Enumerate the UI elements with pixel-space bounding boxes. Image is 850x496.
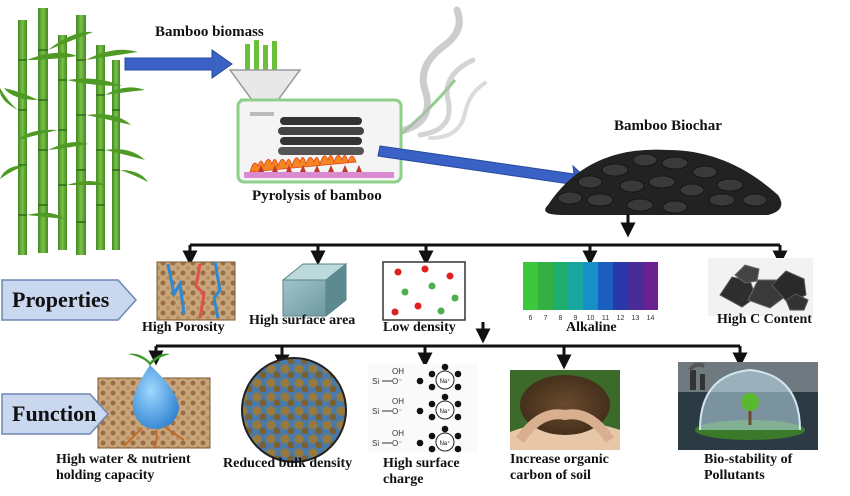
ph-bar bbox=[643, 262, 658, 310]
function-water-nutrient: High water & nutrient holding capacity bbox=[56, 452, 191, 483]
function-organic-carbon: Increase organic carbon of soil bbox=[510, 452, 609, 483]
hopper-illustration bbox=[228, 40, 302, 101]
property-alkaline: Alkaline bbox=[566, 320, 617, 335]
property-high-porosity: High Porosity bbox=[142, 320, 225, 335]
oh-label: OH bbox=[392, 397, 404, 406]
property-low-density: Low density bbox=[383, 320, 456, 335]
biochar-pile-illustration bbox=[545, 149, 782, 215]
bamboo-plant-illustration bbox=[0, 8, 148, 255]
si-label: Si bbox=[372, 439, 379, 448]
ph-bar bbox=[628, 262, 643, 310]
ph-tick-label: 8 bbox=[559, 315, 563, 322]
oh-label: OH bbox=[392, 367, 404, 376]
na-ion bbox=[435, 370, 455, 390]
ph-tick-label: 7 bbox=[544, 315, 548, 322]
property-high-c-content: High C Content bbox=[717, 312, 812, 327]
na-label: Na⁺ bbox=[440, 440, 451, 447]
water-molecule bbox=[416, 377, 424, 385]
ph-tick-label: 11 bbox=[602, 315, 609, 322]
ph-tick-label: 6 bbox=[529, 315, 533, 322]
properties-connector bbox=[182, 214, 788, 266]
o-label: O⁻ bbox=[392, 439, 402, 448]
water-holding-icon bbox=[97, 353, 211, 449]
water-molecule bbox=[416, 439, 424, 447]
function-surface-charge: High surface charge bbox=[383, 456, 460, 487]
na-ion bbox=[435, 400, 455, 420]
function-bulk-density: Reduced bulk density bbox=[223, 456, 353, 471]
label-bamboo-biomass: Bamboo biomass bbox=[155, 24, 264, 40]
low-density-icon bbox=[382, 261, 466, 321]
ph-tick-label: 10 bbox=[587, 315, 595, 322]
tag-properties: Properties bbox=[12, 287, 110, 312]
tag-shapes bbox=[1, 279, 138, 435]
water-molecule bbox=[428, 370, 436, 378]
pyrolysis-reactor bbox=[236, 79, 457, 184]
ph-bar bbox=[568, 262, 583, 310]
si-label: Si bbox=[372, 407, 379, 416]
ph-bar bbox=[598, 262, 613, 310]
ph-scale-icon: 6 7 8 9 10 11 12 13 14 bbox=[523, 262, 658, 322]
o-label: O⁻ bbox=[392, 407, 402, 416]
property-high-surface-area: High surface area bbox=[249, 313, 356, 328]
water-molecule bbox=[454, 400, 462, 408]
water-molecule bbox=[428, 445, 436, 453]
ph-bar bbox=[523, 262, 538, 310]
na-ion bbox=[435, 432, 455, 452]
smoke-illustration bbox=[401, 6, 487, 140]
surface-charge-bg bbox=[368, 364, 478, 452]
water-molecule bbox=[454, 413, 462, 421]
water-molecule bbox=[428, 413, 436, 421]
surface-area-cube-icon bbox=[281, 262, 348, 318]
o-label: O⁻ bbox=[392, 377, 402, 386]
ph-tick-label: 14 bbox=[647, 315, 655, 322]
water-molecule bbox=[454, 383, 462, 391]
function-bio-stability: Bio-stability of Pollutants bbox=[704, 452, 793, 483]
arrow-to-biochar bbox=[377, 145, 593, 193]
water-molecule bbox=[454, 432, 462, 440]
arrow-to-hopper bbox=[124, 49, 233, 79]
ph-bar bbox=[583, 262, 598, 310]
water-molecule bbox=[441, 363, 449, 371]
label-bamboo-biochar: Bamboo Biochar bbox=[614, 118, 722, 134]
label-pyrolysis: Pyrolysis of bamboo bbox=[252, 188, 382, 204]
water-molecule bbox=[416, 407, 424, 415]
water-molecule bbox=[441, 393, 449, 401]
water-molecule bbox=[428, 432, 436, 440]
porosity-icon bbox=[156, 261, 236, 321]
ph-bar bbox=[538, 262, 553, 310]
na-label: Na⁺ bbox=[440, 408, 451, 415]
oh-label: OH bbox=[392, 429, 404, 438]
bulk-density-icon bbox=[241, 357, 347, 463]
water-molecule bbox=[454, 445, 462, 453]
water-molecule bbox=[454, 370, 462, 378]
si-label: Si bbox=[372, 377, 379, 386]
ph-tick-label: 13 bbox=[632, 315, 640, 322]
na-label: Na⁺ bbox=[440, 378, 451, 385]
organic-carbon-soil-icon bbox=[510, 370, 620, 450]
ph-tick-label: 9 bbox=[574, 315, 578, 322]
high-carbon-icon bbox=[708, 258, 813, 316]
bio-stability-icon bbox=[678, 362, 818, 450]
water-molecule bbox=[428, 400, 436, 408]
water-molecule bbox=[428, 383, 436, 391]
ph-bar bbox=[613, 262, 628, 310]
ph-tick-label: 12 bbox=[617, 315, 625, 322]
ph-bar bbox=[553, 262, 568, 310]
tag-function: Function bbox=[12, 401, 97, 426]
water-molecule bbox=[441, 425, 449, 433]
